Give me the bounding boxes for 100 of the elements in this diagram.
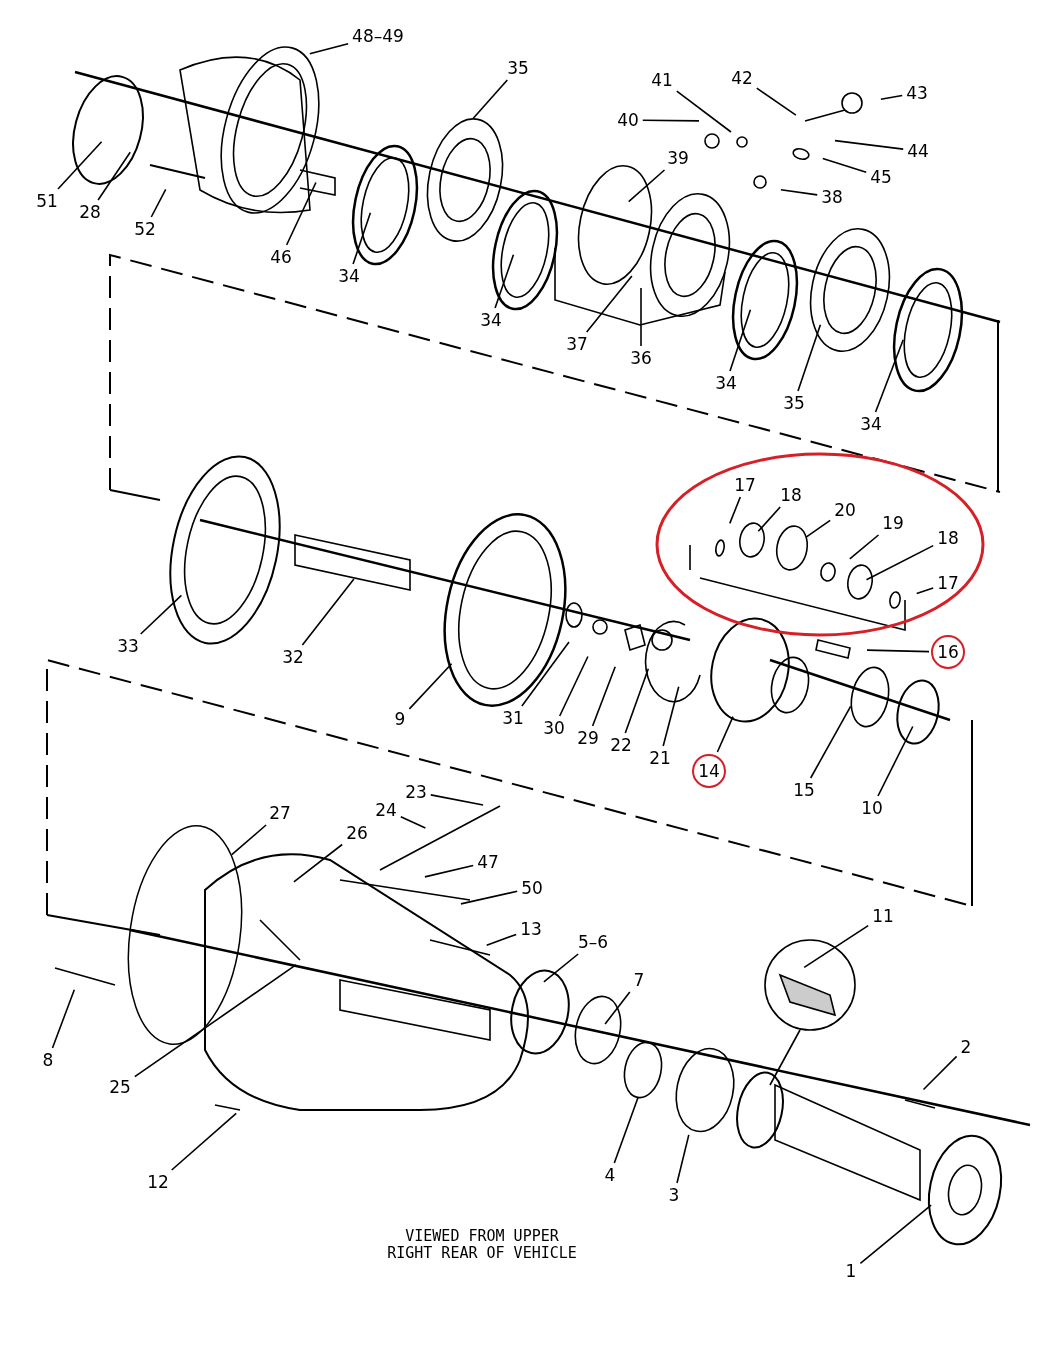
- leader-line: [424, 864, 474, 878]
- callout-number: 34: [858, 414, 884, 434]
- callout-number: 2: [958, 1037, 974, 1057]
- callout-number: 41: [649, 70, 675, 90]
- leader-line: [859, 1204, 932, 1265]
- leader-line: [797, 323, 822, 392]
- circled-callout-number: 16: [931, 635, 965, 669]
- circled-callout-number: 14: [692, 754, 726, 788]
- leader-line: [585, 275, 633, 333]
- caption: VIEWED FROM UPPER RIGHT REAR OF VEHICLE: [386, 1228, 578, 1262]
- leader-line: [543, 953, 579, 983]
- leader-line: [591, 665, 616, 727]
- callout-number: 51: [34, 191, 60, 211]
- leader-line: [472, 79, 509, 120]
- leader-line: [866, 649, 930, 653]
- leader-line: [729, 496, 742, 525]
- callout-number: 50: [519, 878, 545, 898]
- leader-line: [231, 824, 267, 856]
- callout-number: 35: [781, 393, 807, 413]
- leader-line: [809, 705, 852, 779]
- callout-number: 35: [505, 58, 531, 78]
- leader-line: [676, 90, 732, 133]
- callout-number: 32: [280, 647, 306, 667]
- leader-line: [309, 43, 349, 55]
- leader-line: [301, 578, 355, 646]
- callout-number: 27: [267, 803, 293, 823]
- leader-line: [57, 140, 103, 190]
- leader-line: [834, 139, 904, 150]
- leader-line: [780, 188, 818, 196]
- leader-line: [139, 594, 183, 635]
- leader-line: [803, 924, 869, 969]
- callout-number: 17: [732, 475, 758, 495]
- callout-number: 29: [575, 728, 601, 748]
- callout-number: 10: [859, 798, 885, 818]
- leader-line: [150, 188, 167, 218]
- leader-line: [865, 544, 934, 581]
- callout-number: 7: [631, 970, 647, 990]
- callout-number: 3: [666, 1185, 682, 1205]
- leader-line: [285, 181, 317, 246]
- callout-number: 33: [115, 636, 141, 656]
- callout-number: 21: [647, 748, 673, 768]
- leader-line: [134, 964, 297, 1078]
- leader-line: [729, 308, 752, 372]
- callout-number: 23: [403, 782, 429, 802]
- callout-number: 24: [373, 800, 399, 820]
- leader-line: [460, 890, 518, 905]
- leader-line: [604, 991, 631, 1025]
- leader-line: [293, 843, 343, 883]
- callout-number: 17: [935, 573, 961, 593]
- callout-number: 47: [475, 852, 501, 872]
- leader-line: [880, 94, 903, 100]
- leader-line: [756, 87, 797, 116]
- callout-number: 46: [268, 247, 294, 267]
- leader-line: [400, 815, 427, 829]
- leader-line: [915, 587, 934, 595]
- callout-number: 12: [145, 1172, 171, 1192]
- leader-line: [642, 119, 700, 122]
- leader-line: [408, 662, 453, 710]
- leader-line: [640, 287, 642, 347]
- leader-line: [849, 534, 880, 560]
- leader-line: [627, 169, 666, 203]
- callout-number: 4: [602, 1165, 618, 1185]
- leader-line: [922, 1055, 958, 1091]
- callout-number: 52: [132, 219, 158, 239]
- leader-line: [874, 338, 904, 413]
- callout-number: 40: [615, 110, 641, 130]
- callout-number: 39: [665, 148, 691, 168]
- leader-line: [485, 933, 517, 947]
- callout-number: 34: [478, 310, 504, 330]
- leader-line: [716, 715, 734, 753]
- callout-number: 25: [107, 1077, 133, 1097]
- callout-number: 22: [608, 735, 634, 755]
- callout-number: 28: [77, 202, 103, 222]
- callout-number: 48–49: [350, 26, 406, 46]
- callout-number: 31: [500, 708, 526, 728]
- leader-line: [558, 655, 589, 717]
- callout-number: 8: [40, 1050, 56, 1070]
- callout-number: 30: [541, 718, 567, 738]
- callout-number: 34: [713, 373, 739, 393]
- callout-number: 5–6: [575, 932, 611, 952]
- callout-number: 19: [880, 513, 906, 533]
- callout-number: 37: [564, 334, 590, 354]
- callout-number: 43: [904, 83, 930, 103]
- callout-number: 44: [905, 141, 931, 161]
- leader-line: [624, 667, 650, 734]
- leader-line: [97, 151, 131, 201]
- callout-number: 15: [791, 780, 817, 800]
- leader-line: [494, 253, 515, 309]
- callout-number: 34: [336, 266, 362, 286]
- leader-line: [877, 725, 914, 797]
- callout-number: 42: [729, 68, 755, 88]
- callout-number: 26: [344, 823, 370, 843]
- leader-line: [757, 506, 781, 533]
- leader-line: [676, 1134, 690, 1184]
- callout-number: 38: [819, 187, 845, 207]
- callout-number: 18: [778, 485, 804, 505]
- leader-line: [51, 988, 76, 1049]
- callout-number: 36: [628, 348, 654, 368]
- highlight-ellipse: [655, 452, 985, 637]
- leader-line: [822, 157, 867, 174]
